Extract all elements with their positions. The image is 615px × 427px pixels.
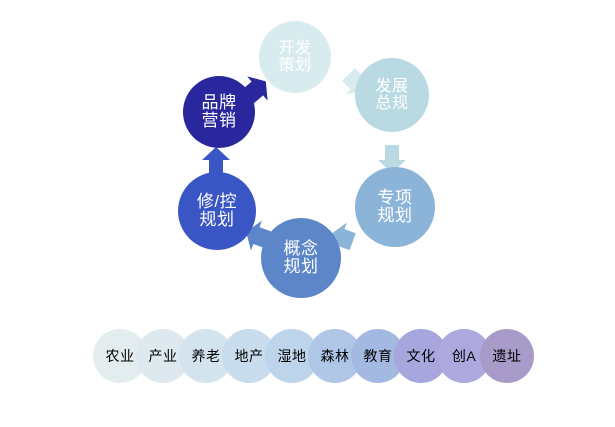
cycle-node-label-line1: 品牌 [201,92,237,112]
sector-label: 教育 [363,348,393,364]
cycle-node-label-line1: 发展 [375,77,409,95]
cycle-node-label-line1: 概念 [283,238,319,258]
cycle-node-label-line2: 规划 [377,206,413,225]
cycle-node-label-line2: 总规 [375,95,409,112]
arrow-xiukong-to-pinpai-icon [202,147,230,175]
sector-label: 遗址 [492,348,522,364]
sector-label: 农业 [105,348,135,364]
sector-circle-yizhi[interactable]: 遗址 [480,329,534,383]
cycle-node-label-line2: 规划 [199,210,235,229]
cycle-node-label-line1: 开发 [278,39,312,57]
cycle-node-label-line2: 策划 [278,57,312,74]
sector-circle-senlin[interactable]: 森林 [308,329,362,383]
cycle-node-fazhan-zonggui[interactable]: 发展 总规 [355,58,429,132]
cycle-node-zhuanxiang-guihua[interactable]: 专项 规划 [355,167,435,247]
cycle-node-gainian-guihua[interactable]: 概念 规划 [261,218,341,298]
sector-label: 地产 [234,348,264,364]
cycle-node-label-line1: 修/控 [196,191,238,211]
sector-label: 湿地 [277,348,307,364]
cycle-node-pinpai-yingxiao[interactable]: 品牌 营销 [183,76,255,148]
cycle-node-xiukong-guihua[interactable]: 修/控 规划 [178,172,256,250]
cycle-node-label-line2: 营销 [201,111,237,130]
sector-label: 森林 [320,348,350,364]
cycle-node-label-line1: 专项 [377,187,413,207]
cycle-node-kaifa-cehua[interactable]: 开发 策划 [259,21,331,93]
sector-label: 养老 [191,348,221,364]
sector-label: 产业 [148,348,178,364]
sector-label: 文化 [406,348,436,364]
sector-label: 创A [451,348,477,364]
sector-circle-row: 农业 产业 养老 地产 湿地 森林 教育 文化 创A 遗址 [93,329,534,385]
cycle-node-label-line2: 规划 [283,257,319,276]
